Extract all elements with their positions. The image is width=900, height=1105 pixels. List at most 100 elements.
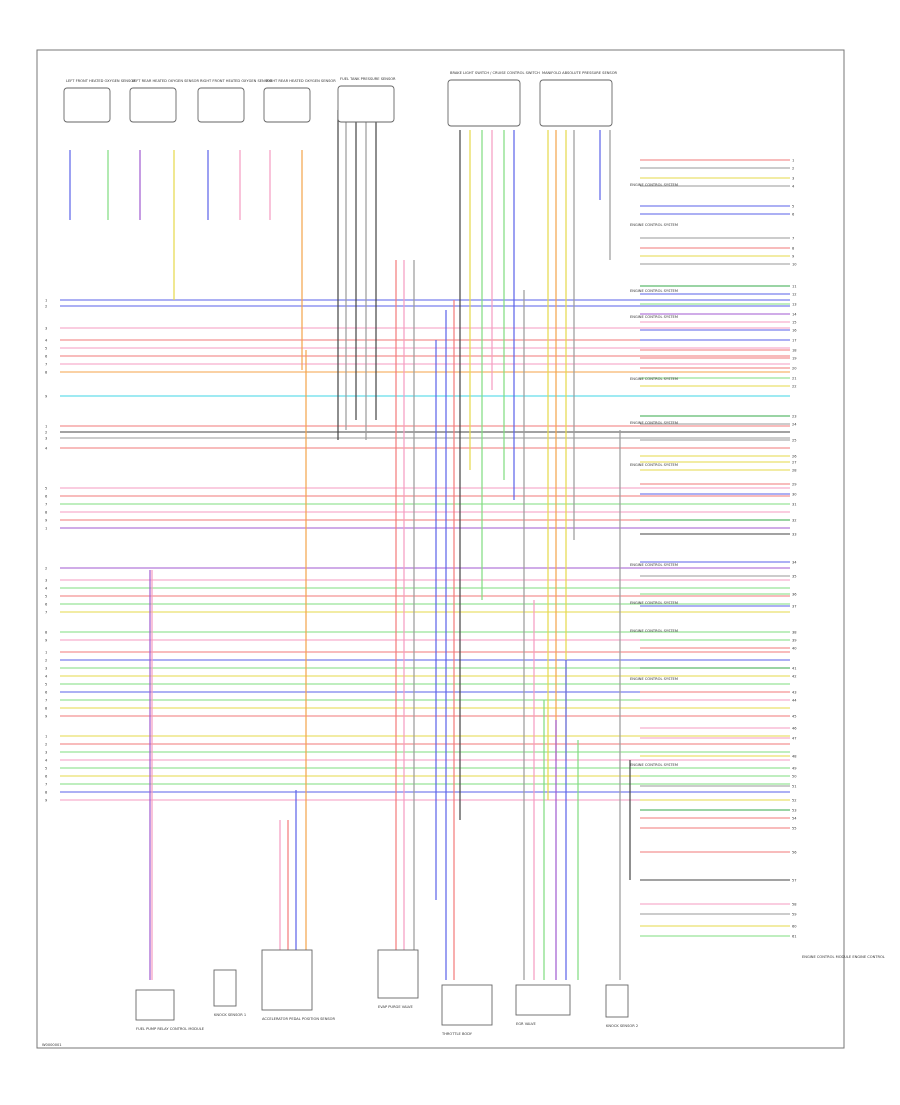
bottom-component-2 [261,949,313,1011]
ecm-pin-number: 21 [792,377,797,381]
pin-number: 4 [45,675,48,679]
ecm-pin-number: 36 [792,593,797,597]
bottom-component-label-4: THROTTLE BODY [441,1032,473,1036]
pin-number: 5 [45,683,47,687]
pin-number: 9 [45,395,48,399]
ecm-pin-number: 40 [792,647,797,651]
ecm-pin-number: 4 [792,185,795,189]
ecm-pin-number: 55 [792,827,797,831]
pin-number: 6 [45,495,48,499]
top-connector-1 [129,87,177,123]
pin-number: 2 [45,659,47,663]
ecm-pin-number: 19 [792,357,797,361]
ecm-pin-number: 11 [792,285,797,289]
ecm-pin-number: 52 [792,799,797,803]
label-layer: 1234567891234567891234567891234567891234… [45,71,797,1036]
bottom-component-6 [605,984,629,1018]
top-connector-3 [263,87,311,123]
ecm-pin-number: 26 [792,455,797,459]
ecm-pin-number: 20 [792,367,797,371]
pin-number: 7 [45,699,47,703]
system-label-7: ENGINE CONTROL SYSTEM [630,563,678,567]
pin-number: 7 [45,783,47,787]
top-component-label-4: FUEL TANK PRESSURE SENSOR [340,77,396,81]
system-label-9: ENGINE CONTROL SYSTEM [630,629,678,633]
ecm-pin-number: 33 [792,533,797,537]
pin-number: 5 [45,595,47,599]
top-connector-5 [447,79,521,127]
title-block: ENGINE CONTROL MODULE ENGINE CONTROL [802,955,885,959]
ecm-pin-number: 17 [792,339,797,343]
ecm-pin-number: 10 [792,263,797,267]
ecm-pin-number: 2 [792,167,794,171]
ecm-pin-number: 49 [792,767,797,771]
ecm-pin-number: 7 [792,237,794,241]
pin-number: 7 [45,363,47,367]
ecm-pin-number: 3 [792,177,794,181]
ecm-pin-number: 46 [792,727,797,731]
pin-number: 9 [45,799,48,803]
ecm-pin-number: 37 [792,605,797,609]
top-component-label-2: RIGHT FRONT HEATED OXYGEN SENSOR [200,79,273,83]
pin-number: 9 [45,639,48,643]
pin-number: 2 [45,567,47,571]
pin-number: 8 [45,791,48,795]
pin-number: 3 [45,579,47,583]
bottom-component-0 [135,989,175,1021]
pin-number: 1 [45,735,47,739]
ecm-pin-number: 60 [792,925,797,929]
system-label-3: ENGINE CONTROL SYSTEM [630,315,678,319]
top-connector-4 [337,85,395,123]
pin-number: 4 [45,447,48,451]
ecm-pin-number: 59 [792,913,797,917]
system-label-0: ENGINE CONTROL SYSTEM [630,183,678,187]
pin-number: 5 [45,347,47,351]
ecm-pin-number: 18 [792,349,797,353]
ecm-pin-number: 15 [792,321,797,325]
pin-number: 3 [45,327,47,331]
pin-number: 3 [45,667,47,671]
system-label-5: ENGINE CONTROL SYSTEM [630,421,678,425]
top-component-label-3: RIGHT REAR HEATED OXYGEN SENSOR [266,79,336,83]
ecm-pin-number: 24 [792,423,797,427]
system-label-8: ENGINE CONTROL SYSTEM [630,601,678,605]
ecm-pin-number: 6 [792,213,795,217]
ecm-pin-number: 25 [792,439,797,443]
bottom-component-label-5: EGR VALVE [516,1022,536,1026]
pin-number: 2 [45,305,47,309]
pin-number: 3 [45,437,47,441]
ecm-pin-number: 22 [792,385,797,389]
wire-layer [60,110,790,980]
system-label-10: ENGINE CONTROL SYSTEM [630,677,678,681]
ecm-pin-number: 27 [792,461,797,465]
pin-number: 8 [45,631,48,635]
pin-number: 8 [45,707,48,711]
ecm-pin-number: 51 [792,785,797,789]
bottom-component-4 [441,984,493,1026]
ecm-pin-number: 13 [792,303,797,307]
pin-number: 6 [45,775,48,779]
ecm-pin-number: 48 [792,755,797,759]
pin-number: 9 [45,715,48,719]
ecm-pin-number: 1 [792,159,794,163]
pin-number: 1 [45,651,47,655]
pin-number: 2 [45,743,47,747]
pin-number: 1 [45,425,47,429]
pin-number: 4 [45,587,48,591]
ecm-pin-number: 32 [792,519,797,523]
pin-number: 3 [45,751,47,755]
pin-number: 4 [45,339,48,343]
diagram-border [36,49,845,1049]
ecm-pin-number: 8 [792,247,795,251]
bottom-component-5 [515,984,571,1016]
ecm-pin-number: 53 [792,809,797,813]
ecm-pin-number: 12 [792,293,797,297]
system-label-6: ENGINE CONTROL SYSTEM [630,463,678,467]
system-label-4: ENGINE CONTROL SYSTEM [630,377,678,381]
pin-number: 5 [45,487,47,491]
ecm-pin-number: 58 [792,903,797,907]
pin-number: 6 [45,691,48,695]
pin-number: 9 [45,519,48,523]
bottom-component-3 [377,949,419,999]
system-label-11: ENGINE CONTROL SYSTEM [630,763,678,767]
